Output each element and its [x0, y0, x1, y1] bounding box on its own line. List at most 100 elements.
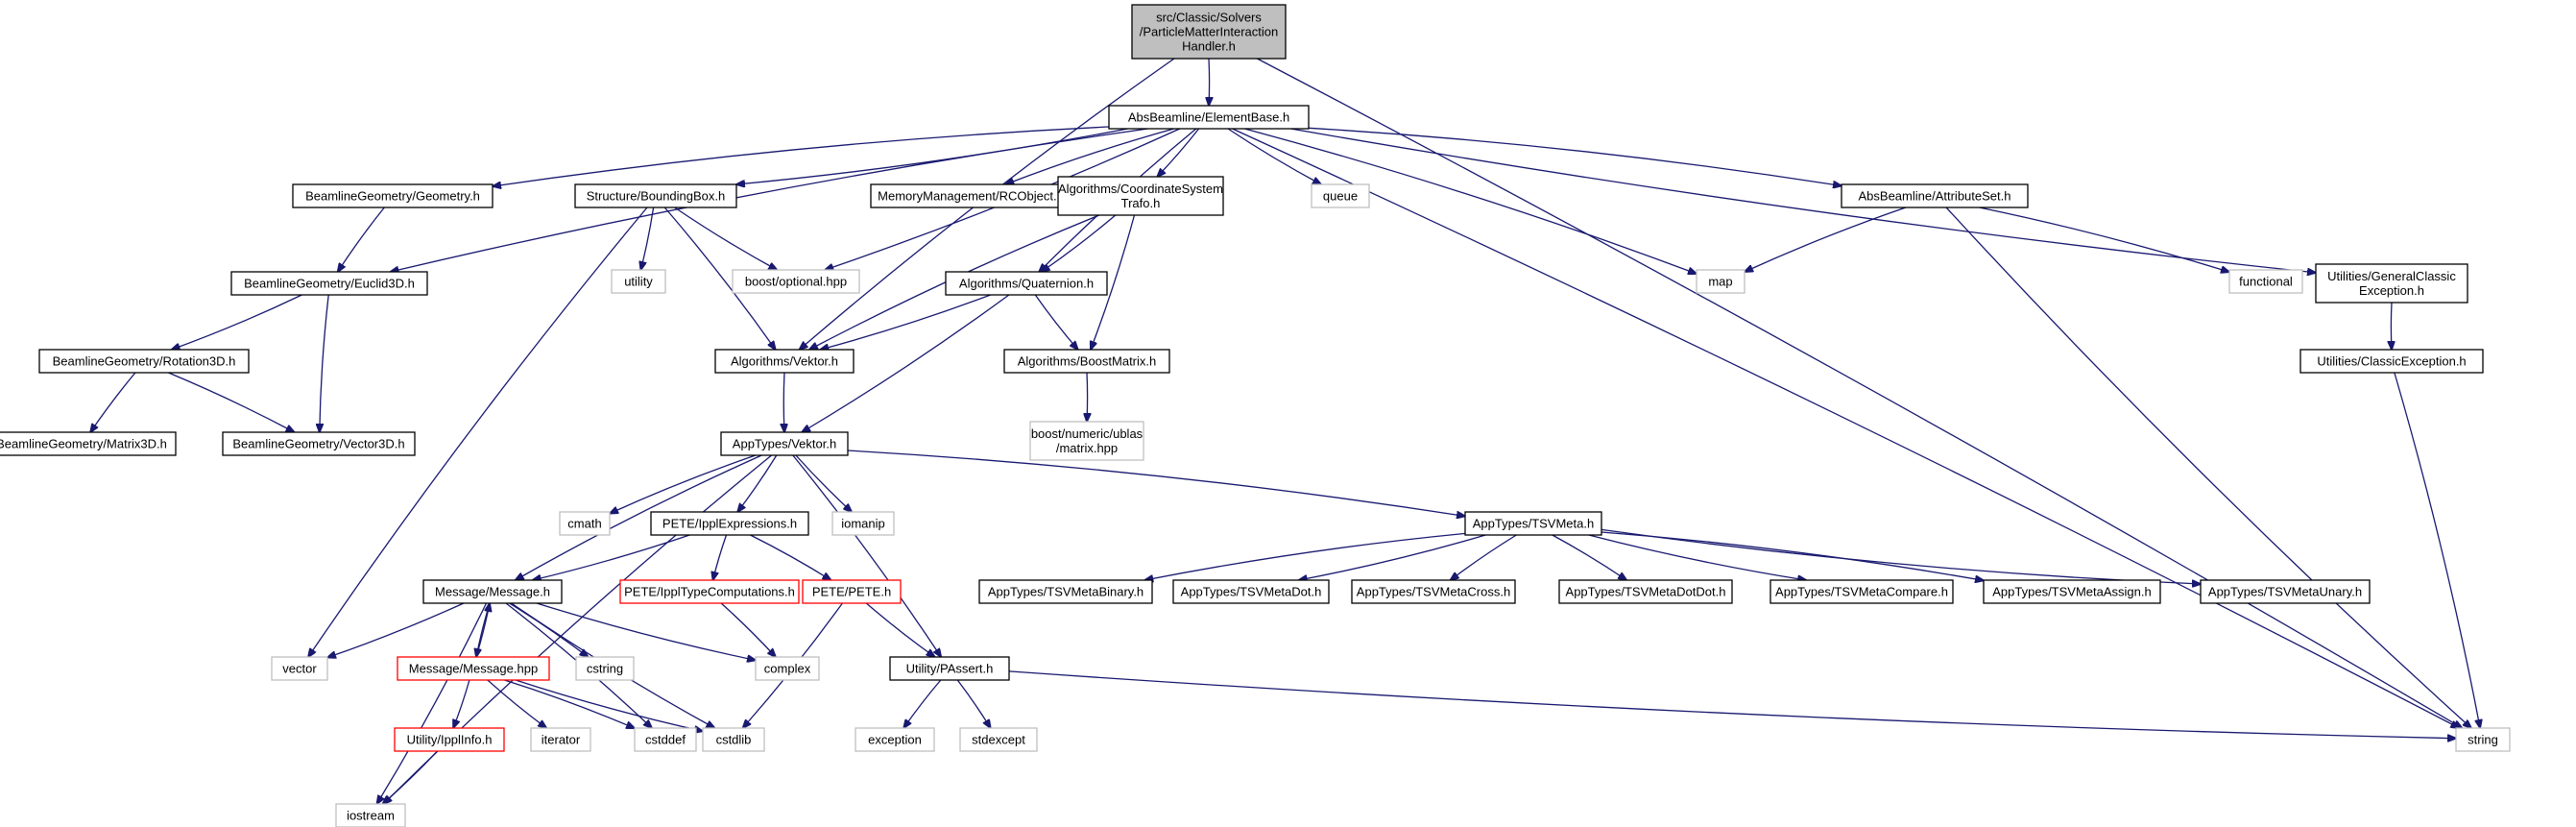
node-ublasmatrix-box [1029, 421, 1144, 461]
node-passert[interactable]: Utility/PAssert.h [889, 656, 1010, 681]
node-tsvassign-label: AppTypes/TSVMetaAssign.h [1992, 585, 2151, 599]
node-tsvcross[interactable]: AppTypes/TSVMetaCross.h [1351, 579, 1516, 604]
node-iostream-label: iostream [347, 809, 395, 823]
edge-boundingbox-to-vector [308, 207, 648, 657]
edge-passert-to-string [1008, 670, 2456, 739]
node-ipplexpr[interactable]: PETE/IpplExpressions.h [650, 511, 809, 536]
node-genclassicexc-label: Exception.h [2359, 283, 2424, 298]
node-iostream-box [335, 803, 406, 827]
node-complex-label: complex [764, 662, 811, 676]
node-rcobject[interactable]: MemoryManagement/RCObject.h [870, 183, 1071, 208]
node-boostmatrix-label: Algorithms/BoostMatrix.h [1018, 354, 1157, 369]
node-euclid3d[interactable]: BeamlineGeometry/Euclid3D.h [230, 271, 428, 296]
node-exception-label: exception [868, 733, 922, 747]
node-elementbase[interactable]: AbsBeamline/ElementBase.h [1108, 105, 1310, 130]
edge-root-to-string [1257, 58, 2462, 728]
node-rotation3d-box [38, 349, 250, 374]
node-apptypesvektor-label: AppTypes/Vektor.h [733, 437, 836, 451]
node-coordtrafo-label: Algorithms/CoordinateSystem [1058, 182, 1223, 196]
node-cstring-box [575, 656, 635, 681]
edge-rotation3d-to-vector3d [168, 372, 294, 432]
edge-apptypesvektor-to-cmath [610, 454, 757, 514]
node-cstring-label: cstring [587, 662, 623, 676]
node-tsvdot[interactable]: AppTypes/TSVMetaDot.h [1172, 579, 1330, 604]
node-tsvcompare-box [1769, 579, 1954, 604]
node-ublasmatrix-label: /matrix.hpp [1056, 441, 1118, 455]
node-string-label: string [2468, 733, 2498, 747]
node-root-label: Handler.h [1182, 39, 1236, 54]
node-map-box [1696, 269, 1745, 294]
node-cmath-label: cmath [567, 517, 601, 531]
edge-elementbase-to-attributeset [1308, 127, 1842, 185]
edge-messagehpp-to-cstdlib [515, 679, 703, 731]
node-boostmatrix[interactable]: Algorithms/BoostMatrix.h [1003, 349, 1170, 374]
node-tsvunary[interactable]: AppTypes/TSVMetaUnary.h [2200, 579, 2371, 604]
edge-tsvmeta-to-tsvdotdot [1552, 534, 1626, 580]
node-boostmatrix-box [1003, 349, 1170, 374]
node-ippltypecomp[interactable]: PETE/IpplTypeComputations.h [619, 579, 800, 604]
edge-root-to-elementbase [1209, 58, 1210, 106]
node-ipplinfo[interactable]: Utility/IpplInfo.h [394, 727, 505, 752]
node-exception: exception [855, 727, 935, 752]
edge-attributeset-to-functional [1979, 207, 2230, 272]
node-boundingbox[interactable]: Structure/BoundingBox.h [574, 183, 737, 208]
node-rcobject-box [870, 183, 1071, 208]
node-classicexc[interactable]: Utilities/ClassicException.h [2299, 349, 2484, 374]
node-stdexcept-box [959, 727, 1038, 752]
edge-elementbase-to-string [1232, 128, 2460, 728]
node-messagehpp[interactable]: Message/Message.hpp [397, 656, 550, 681]
edge-passert-to-stdexcept [956, 679, 990, 728]
node-tsvmeta[interactable]: AppTypes/TSVMeta.h [1464, 511, 1602, 536]
node-attributeset-label: AbsBeamline/AttributeSet.h [1859, 189, 2011, 204]
edge-euclid3d-to-rotation3d [172, 294, 302, 350]
node-stdexcept-label: stdexcept [972, 733, 1025, 747]
node-ublasmatrix: boost/numeric/ublas/matrix.hpp [1029, 421, 1144, 461]
edge-quaternion-to-boostmatrix [1034, 294, 1077, 350]
node-tsvbinary[interactable]: AppTypes/TSVMetaBinary.h [978, 579, 1153, 604]
node-matrix3d-box [0, 431, 177, 456]
edge-quaternion-to-apptypesvektor [802, 294, 1010, 432]
node-cmath-box [559, 511, 611, 536]
node-messagehpp-box [397, 656, 550, 681]
node-attributeset[interactable]: AbsBeamline/AttributeSet.h [1841, 183, 2029, 208]
node-classicexc-label: Utilities/ClassicException.h [2317, 354, 2466, 369]
node-string: string [2455, 727, 2511, 752]
node-rotation3d[interactable]: BeamlineGeometry/Rotation3D.h [38, 349, 250, 374]
node-vector-label: vector [282, 662, 317, 676]
node-iomanip: iomanip [831, 511, 895, 536]
node-apptypesvektor-box [720, 431, 849, 456]
node-root[interactable]: src/Classic/Solvers/ParticleMatterIntera… [1131, 4, 1287, 60]
edge-elementbase-to-euclid3d [391, 128, 1148, 272]
node-iomanip-label: iomanip [841, 517, 885, 531]
node-tsvassign[interactable]: AppTypes/TSVMetaAssign.h [1983, 579, 2161, 604]
node-tsvcross-label: AppTypes/TSVMetaCross.h [1357, 585, 1510, 599]
node-tsvdotdot[interactable]: AppTypes/TSVMetaDotDot.h [1558, 579, 1733, 604]
node-quaternion[interactable]: Algorithms/Quaternion.h [945, 271, 1108, 296]
edge-rotation3d-to-matrix3d [90, 372, 136, 432]
edge-coordtrafo-to-boostmatrix [1091, 214, 1136, 350]
node-vector3d[interactable]: BeamlineGeometry/Vector3D.h [222, 431, 416, 456]
node-optional: boost/optional.hpp [732, 269, 860, 294]
node-utility: utility [611, 269, 666, 294]
node-message[interactable]: Message/Message.h [422, 579, 563, 604]
node-tsvbinary-label: AppTypes/TSVMetaBinary.h [988, 585, 1144, 599]
edge-pete-to-passert [865, 602, 934, 657]
edge-messagehpp-to-iterator [487, 679, 546, 728]
node-geometry[interactable]: BeamlineGeometry/Geometry.h [292, 183, 494, 208]
node-algvektor-label: Algorithms/Vektor.h [731, 354, 838, 369]
node-tsvcompare[interactable]: AppTypes/TSVMetaCompare.h [1769, 579, 1954, 604]
node-algvektor[interactable]: Algorithms/Vektor.h [714, 349, 855, 374]
edge-ipplexpr-to-message [533, 534, 690, 580]
node-cstring: cstring [575, 656, 635, 681]
node-geometry-box [292, 183, 494, 208]
node-pete-label: PETE/PETE.h [812, 585, 891, 599]
node-apptypesvektor[interactable]: AppTypes/Vektor.h [720, 431, 849, 456]
edge-elementbase-to-geometry [493, 126, 1110, 186]
edge-ipplinfo-to-iostream [383, 750, 438, 804]
node-ippltypecomp-label: PETE/IpplTypeComputations.h [624, 585, 795, 599]
node-pete[interactable]: PETE/PETE.h [802, 579, 902, 604]
node-matrix3d[interactable]: BeamlineGeometry/Matrix3D.h [0, 431, 177, 456]
node-stdexcept: stdexcept [959, 727, 1038, 752]
